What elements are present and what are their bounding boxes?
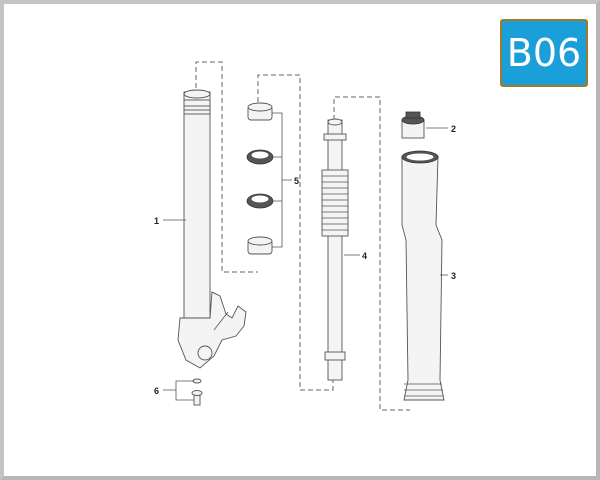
callout-1: 1 bbox=[154, 216, 159, 226]
callout-3: 3 bbox=[451, 271, 456, 281]
part-4-damper-cartridge[interactable] bbox=[321, 118, 349, 381]
assembly-line-a bbox=[195, 61, 258, 273]
assembly-line-b bbox=[257, 74, 334, 391]
callout-6: 6 bbox=[154, 386, 159, 396]
callout-4: 4 bbox=[362, 251, 367, 261]
part-3-fork-tube[interactable] bbox=[401, 150, 445, 401]
assembly-line-c bbox=[333, 96, 410, 411]
part-5-bushings[interactable] bbox=[246, 102, 274, 255]
part-2-top-cap[interactable] bbox=[401, 111, 425, 139]
exploded-parts-diagram: 1 2 3 4 5 6 bbox=[154, 61, 456, 411]
part-1-outer-tube[interactable] bbox=[177, 89, 247, 369]
section-badge: B06 bbox=[500, 19, 588, 87]
part-6-bolt-washer[interactable] bbox=[191, 378, 203, 406]
callout-5: 5 bbox=[294, 176, 299, 186]
callout-2: 2 bbox=[451, 124, 456, 134]
